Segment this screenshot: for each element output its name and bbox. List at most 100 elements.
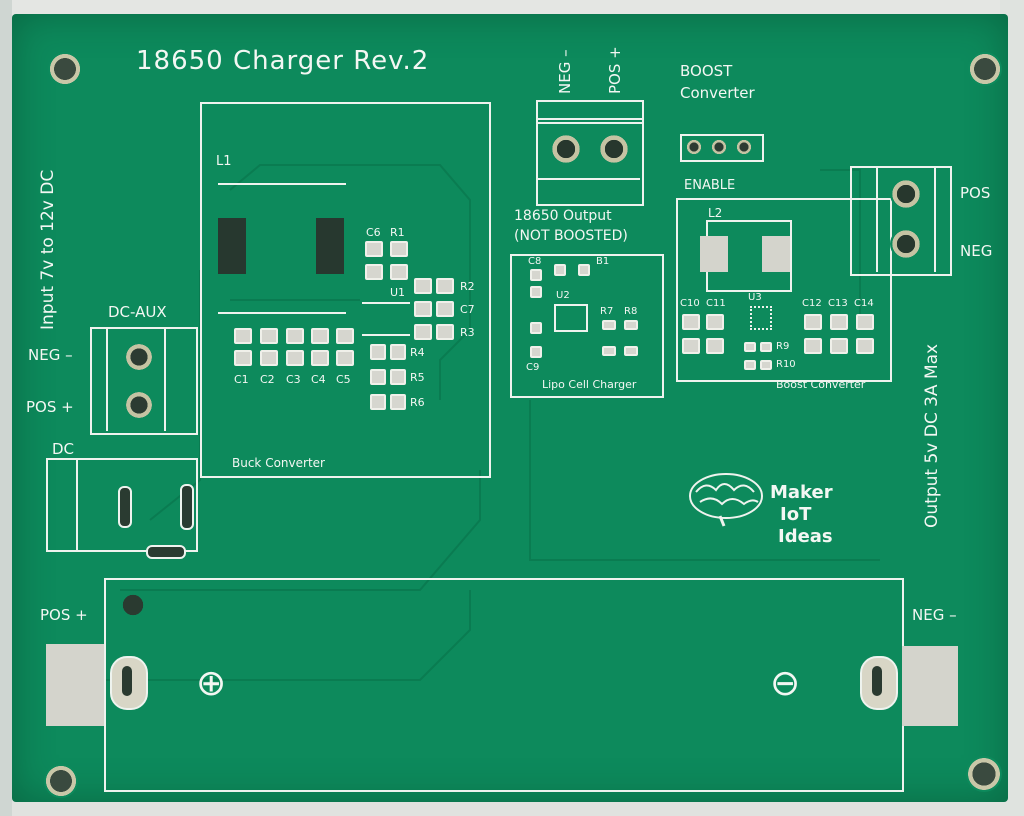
logo-ideas: Ideas: [778, 526, 833, 547]
C14-pad-1: [856, 314, 874, 330]
C10-label: C10: [680, 298, 700, 309]
right-terminal-inner: [876, 166, 936, 272]
C3-label: C3: [286, 373, 301, 386]
output-terminal-top: [536, 100, 644, 124]
output-18650-line2: (NOT BOOSTED): [514, 228, 628, 244]
L1-pad-right: [316, 218, 344, 274]
U1-outline: [362, 302, 410, 336]
L1-line-bottom: [218, 312, 346, 314]
R9-label: R9: [776, 341, 790, 352]
right-neg-hole: [890, 228, 922, 260]
R5-pad-2: [390, 369, 406, 385]
R7-label: R7: [600, 306, 614, 317]
mounting-hole-tr: [968, 52, 1002, 86]
B1-label: B1: [596, 256, 610, 267]
output-neg-hole: [550, 133, 582, 165]
R7-pad-1: [602, 320, 616, 330]
C13-label: C13: [828, 298, 848, 309]
dc-jack-slot-2: [180, 484, 194, 530]
R5-label: R5: [410, 371, 425, 384]
C1-pad-2: [234, 350, 252, 366]
buck-converter-label: Buck Converter: [232, 456, 325, 470]
dc-label: DC: [52, 440, 75, 458]
dc-aux-pos-hole: [124, 390, 154, 420]
C2-pad-2: [260, 350, 278, 366]
R10-pad-2: [760, 360, 772, 370]
C5-pad-1: [336, 328, 354, 344]
dc-aux-label: DC-AUX: [108, 303, 167, 321]
R9-pad-2: [760, 342, 772, 352]
R5-pad-1: [370, 369, 386, 385]
mounting-hole-bl: [44, 764, 78, 798]
output-pos-hole: [598, 133, 630, 165]
boost-converter-label: Boost Converter: [776, 378, 866, 391]
C12-label: C12: [802, 298, 822, 309]
U2-outline: [554, 304, 588, 332]
R2-pad-2: [436, 278, 454, 294]
J1-pin-2: [711, 139, 727, 155]
U2-label: U2: [556, 290, 570, 301]
background-left: [0, 0, 12, 816]
C9-pad-1: [530, 322, 542, 334]
battery-pos-label: POS +: [40, 606, 88, 624]
lipo-charger-outline: [510, 254, 664, 398]
boost-subtitle: Converter: [680, 84, 755, 102]
L2-pad-left: [700, 236, 728, 272]
R7-pad-2: [602, 346, 616, 356]
C9-pad-2: [530, 346, 542, 358]
battery-pos-slot-hole: [122, 666, 132, 696]
R9-pad-1: [744, 342, 756, 352]
input-label: Input 7v to 12v DC: [38, 169, 58, 330]
C2-label: C2: [260, 373, 275, 386]
right-pos-hole: [890, 178, 922, 210]
battery-neg-label: NEG –: [912, 606, 957, 624]
J1-pin-1: [686, 139, 702, 155]
C6-pad-1: [365, 241, 383, 257]
lipo-charger-label: Lipo Cell Charger: [542, 378, 637, 391]
L1-line-top: [218, 183, 346, 185]
U3-outline: [750, 306, 772, 330]
B1-pad-1: [554, 264, 566, 276]
C8-pad-2: [530, 286, 542, 298]
B1-pad-2: [578, 264, 590, 276]
boost-title: BOOST: [680, 62, 733, 80]
mounting-hole-tl: [48, 52, 82, 86]
boost-converter-outline: [676, 198, 892, 382]
R4-pad-1: [370, 344, 386, 360]
L2-label: L2: [708, 206, 723, 220]
logo-maker: Maker: [770, 482, 833, 503]
right-neg-label: NEG: [960, 242, 993, 260]
dc-jack-slot-3: [146, 545, 186, 559]
C9-label: C9: [526, 362, 540, 373]
battery-holder-hole: [120, 592, 146, 618]
R8-pad-2: [624, 346, 638, 356]
R4-label: R4: [410, 346, 425, 359]
logo-iot: IoT: [780, 504, 812, 525]
R2-label: R2: [460, 280, 475, 293]
board-title: 18650 Charger Rev.2: [136, 46, 430, 76]
dc-jack-slot-1: [118, 486, 132, 528]
R6-pad-1: [370, 394, 386, 410]
battery-plus-symbol: ⊕: [196, 663, 227, 704]
U3-label: U3: [748, 292, 762, 303]
dc-aux-neg-label: NEG –: [28, 346, 73, 364]
C13-pad-2: [830, 338, 848, 354]
C6-pad-2: [365, 264, 383, 280]
R8-pad-1: [624, 320, 638, 330]
C4-pad-1: [311, 328, 329, 344]
R1-pad-2: [390, 264, 408, 280]
R3-pad-1: [414, 324, 432, 340]
dc-aux-terminal: [90, 327, 198, 435]
C1-pad-1: [234, 328, 252, 344]
neg-top-label: NEG –: [556, 49, 574, 94]
R3-label: R3: [460, 326, 475, 339]
output-terminal-bottom: [536, 178, 640, 204]
C10-pad-2: [682, 338, 700, 354]
C8-label: C8: [528, 256, 542, 267]
C4-pad-2: [311, 350, 329, 366]
dc-aux-terminal-inner: [106, 327, 166, 431]
C11-label: C11: [706, 298, 726, 309]
C5-label: C5: [336, 373, 351, 386]
right-terminal: [850, 166, 952, 276]
